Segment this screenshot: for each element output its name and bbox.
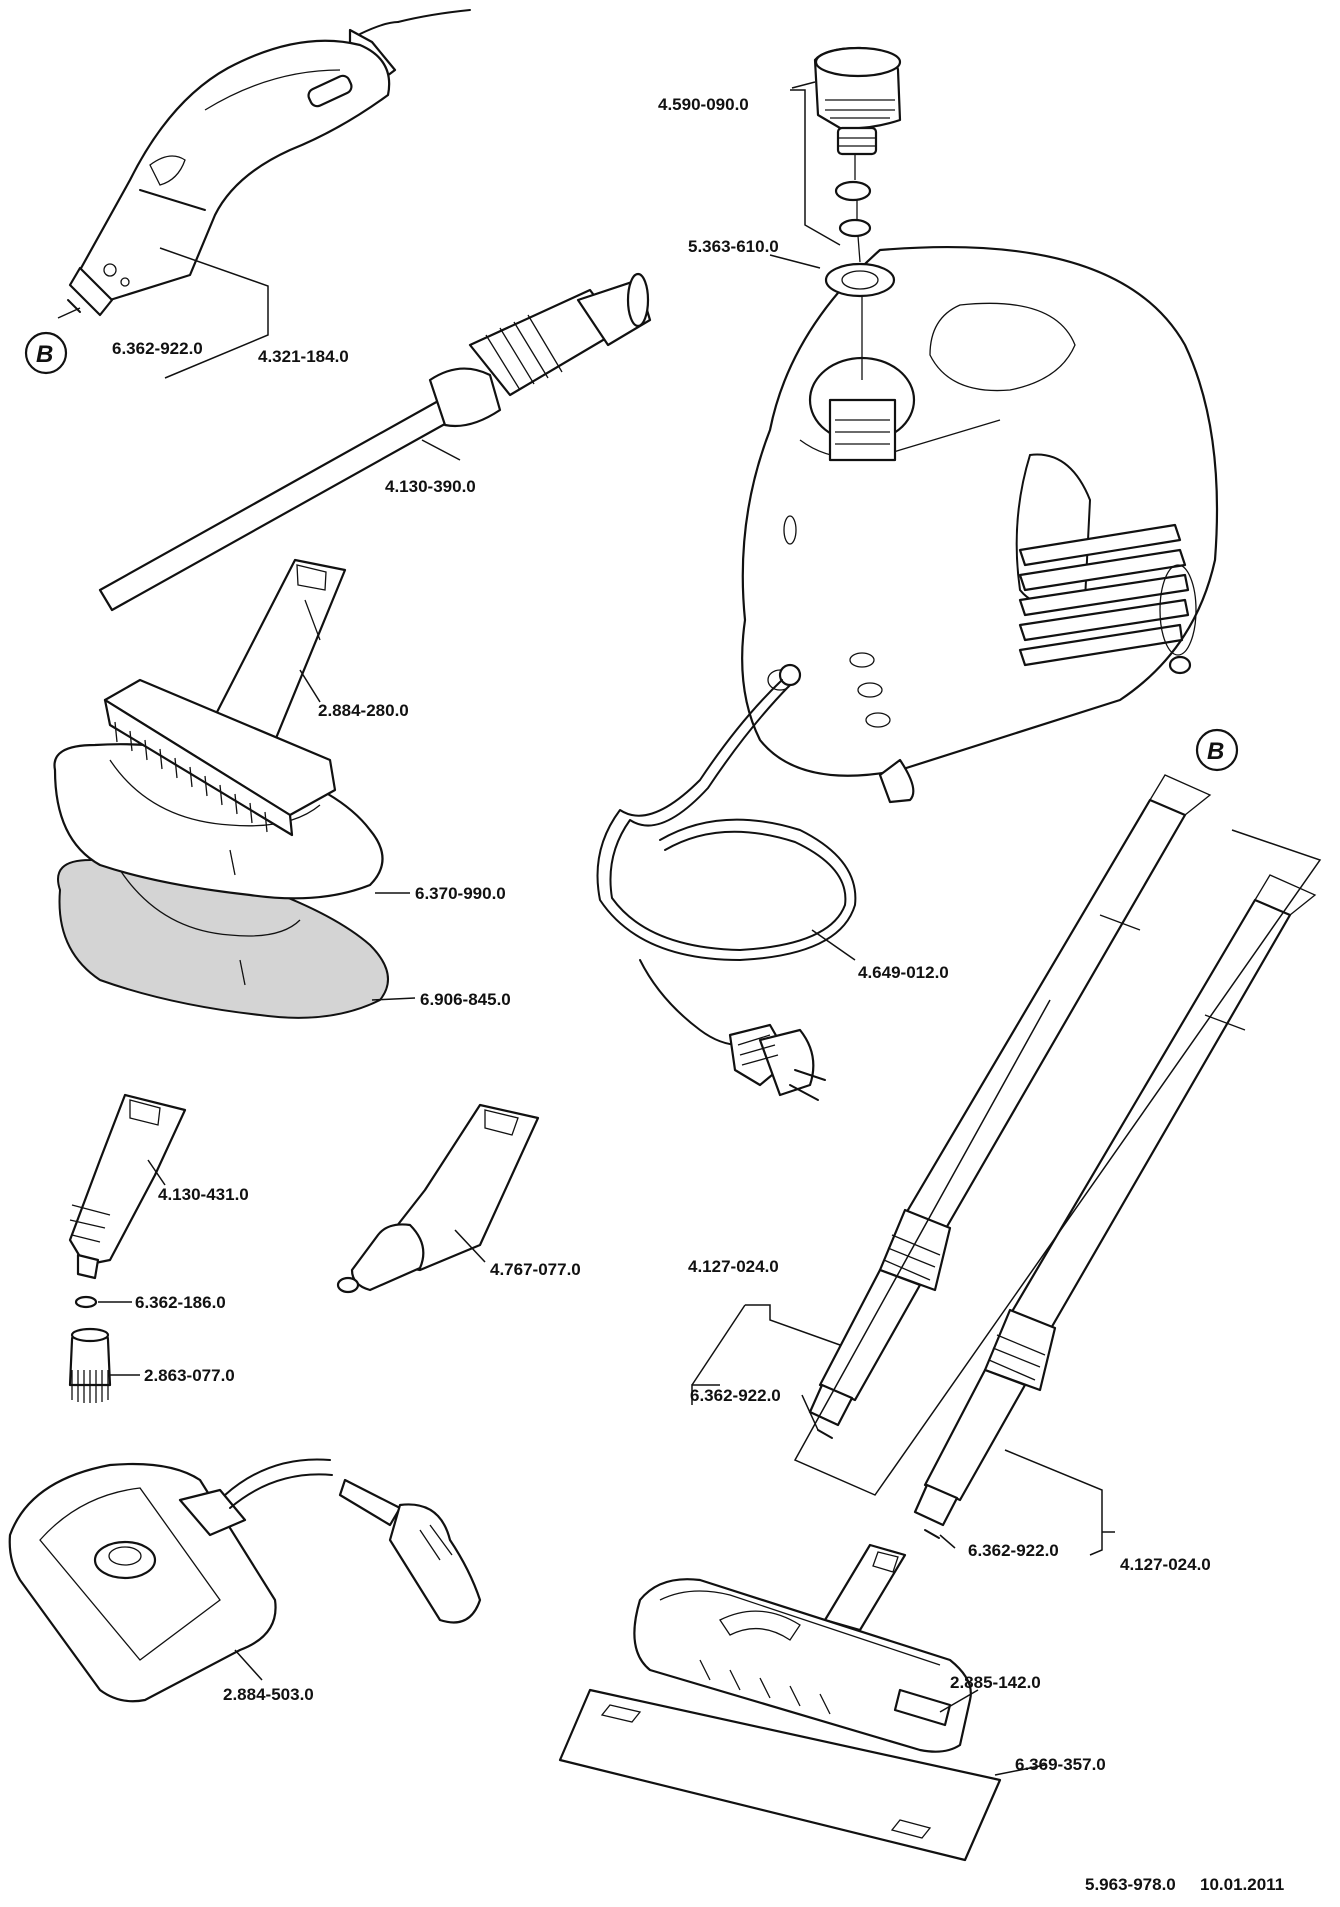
steam-cleaner-body-drawing [741,245,1219,804]
label-tube-2-oring: 6.362-922.0 [968,1541,1059,1560]
label-power-nozzle: 4.767-077.0 [490,1260,581,1279]
label-detail-oring: 6.362-186.0 [135,1293,226,1312]
floor-cloth-drawing [558,1688,1002,1862]
label-floor-nozzle: 2.885-142.0 [950,1673,1041,1692]
label-hand-gun: 4.321-184.0 [258,347,349,366]
label-hand-nozzle: 2.884-280.0 [318,701,409,720]
label-floor-cloth: 6.369-357.0 [1015,1755,1106,1774]
footer-date: 10.01.2011 [1200,1875,1284,1894]
tube-1-drawing [808,774,1212,1439]
ref-circle-b-gun [24,331,68,375]
floor-nozzle-drawing [633,1543,972,1753]
footer-document-number: 5.963-978.0 [1085,1875,1176,1894]
nozzle-brush-head-drawing [103,678,337,837]
detail-nozzle-drawing [68,1093,187,1403]
label-cap: 4.590-090.0 [658,95,749,114]
tube-2-drawing [913,874,1317,1539]
ref-letter-b-gun: B [36,341,53,368]
power-nozzle-drawing [336,1103,540,1294]
steam-iron-drawing [8,1458,482,1703]
label-cloth-white: 6.370-990.0 [415,884,506,903]
label-power-cord: 4.649-012.0 [858,963,949,982]
power-cord-drawing [596,663,857,1101]
ref-letter-b-tube: B [1207,738,1224,765]
hand-gun-drawing [67,9,471,317]
label-detail-nozzle: 4.130-431.0 [158,1185,249,1204]
label-round-brush: 2.863-077.0 [144,1366,235,1385]
label-steam-iron: 2.884-503.0 [223,1685,314,1704]
filler-cap-drawing [813,46,902,380]
label-lance: 4.130-390.0 [385,477,476,496]
label-tube-1: 4.127-024.0 [688,1257,779,1276]
label-tube-1-oring: 6.362-922.0 [690,1386,781,1405]
label-tube-2: 4.127-024.0 [1120,1555,1211,1574]
lance-drawing [98,272,652,612]
label-seal: 5.363-610.0 [688,237,779,256]
ref-circle-b-tube [1195,728,1239,772]
label-gun-oring: 6.362-922.0 [112,339,203,358]
label-cloth-grey: 6.906-845.0 [420,990,511,1009]
